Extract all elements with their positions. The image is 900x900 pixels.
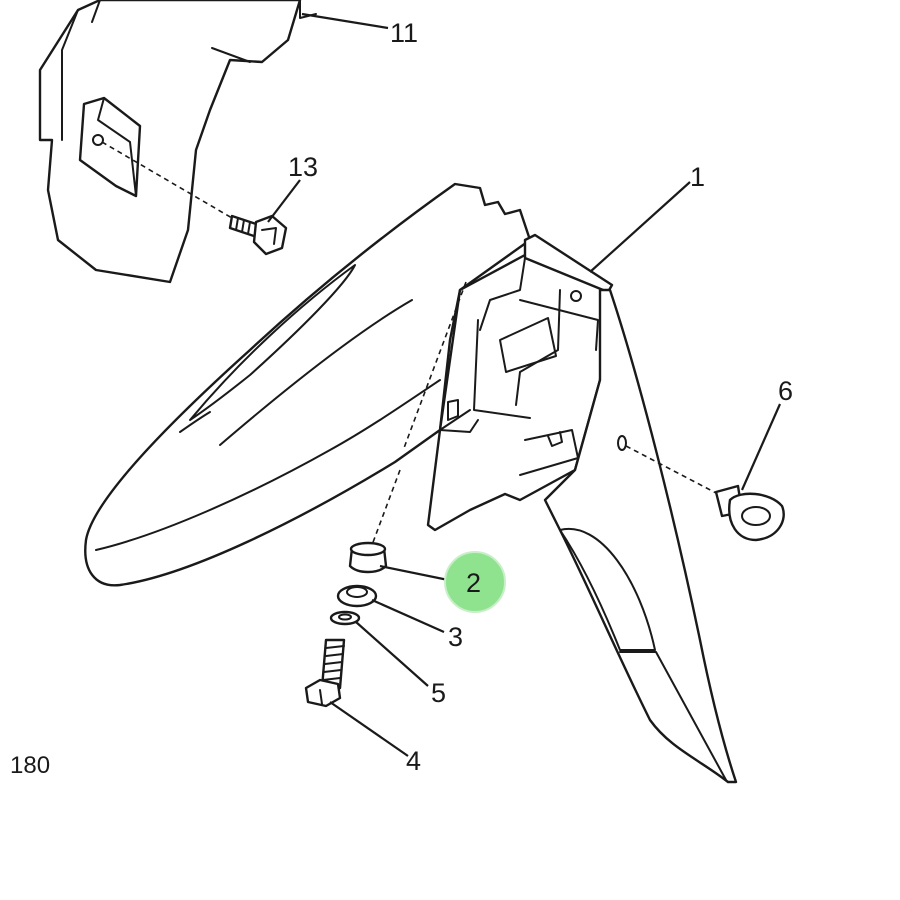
- callout-2: 2: [466, 568, 481, 598]
- leader-13: [267, 179, 301, 223]
- callout-5: 5: [431, 678, 446, 708]
- leader-4: [329, 701, 409, 757]
- callout-4: 4: [406, 746, 421, 776]
- page-number: 180: [10, 752, 50, 779]
- leader-3: [371, 598, 445, 634]
- callout-1: 1: [690, 162, 705, 192]
- part-3-damper: [336, 584, 378, 608]
- part-4-bolt: [304, 638, 346, 708]
- leader-5: [355, 621, 429, 687]
- part-2-collar: [348, 541, 388, 574]
- leader-1: [589, 181, 691, 273]
- callout-labels: 11 13 1 6 2 3 5 4 180: [10, 18, 793, 779]
- callout-11: 11: [390, 18, 418, 48]
- callout-3: 3: [448, 622, 463, 652]
- part-1-front-fender: [84, 182, 738, 784]
- callout-13: 13: [288, 152, 318, 182]
- assembly-guide-lines: [371, 281, 467, 546]
- leader-11: [301, 12, 389, 30]
- leader-6: [740, 403, 782, 491]
- highlight-marker[interactable]: [444, 551, 506, 613]
- part-5-washer: [329, 610, 361, 626]
- leader-lines: [267, 12, 782, 757]
- callout-6: 6: [778, 376, 793, 406]
- part-6-clip: [625, 445, 785, 542]
